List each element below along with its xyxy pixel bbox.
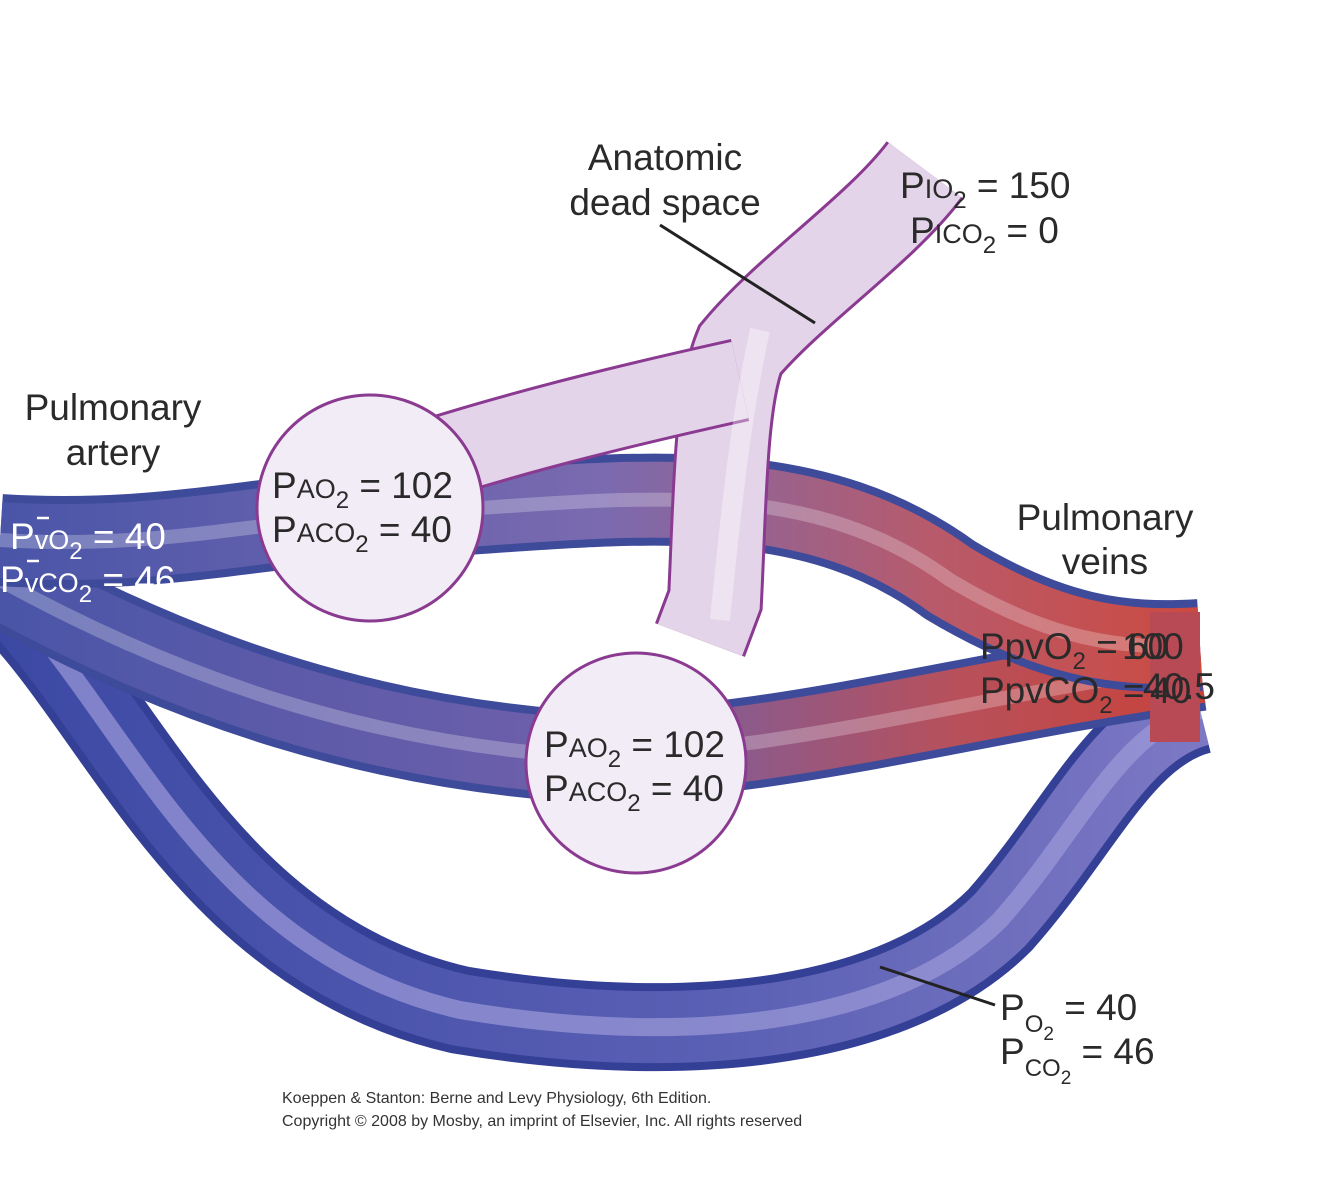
alveolus-upper xyxy=(255,393,485,623)
alveolus-upper-co2: PACO2 = 40 xyxy=(272,509,452,558)
pulmonary-artery-label-2: artery xyxy=(66,432,161,473)
mixed-venous-co2: PvCO2 = 46 xyxy=(0,559,175,608)
mixed-venous-o2: PvO2 = 40 xyxy=(10,516,166,565)
alveolus-lower-o2: PAO2 = 102 xyxy=(544,724,725,773)
pulmonary-vein-o2-value-b: 60 xyxy=(1127,626,1168,667)
dead-space-label-2: dead space xyxy=(569,182,760,223)
alveolus-lower xyxy=(524,651,748,875)
pulmonary-veins-label-2: veins xyxy=(1062,541,1148,582)
dead-space-label-1: Anatomic xyxy=(588,137,742,178)
credit-line-1: Koeppen & Stanton: Berne and Levy Physio… xyxy=(282,1090,711,1107)
alveolus-upper-o2: PAO2 = 102 xyxy=(272,465,453,514)
shunt-o2: PO2 = 40 xyxy=(1000,987,1137,1045)
alveolus-lower-co2: PACO2 = 40 xyxy=(544,768,724,817)
pulmonary-veins-label-1: Pulmonary xyxy=(1017,497,1194,538)
pulmonary-vein-o2: PpvO2 = xyxy=(980,626,1118,675)
shunt-leader xyxy=(879,965,996,1007)
pulmonary-artery-label-1: Pulmonary xyxy=(25,387,202,428)
shunt-co2: PCO2 = 46 xyxy=(1000,1031,1155,1089)
dead-space-leader xyxy=(659,223,816,325)
pulmonary-vein-o2-value-a: 100 xyxy=(1122,626,1184,667)
credit-line-2: Copyright © 2008 by Mosby, an imprint of… xyxy=(282,1113,802,1130)
inspired-o2: PIO2 = 150 xyxy=(900,165,1070,214)
pulmonary-vein-co2: PpvCO2 = xyxy=(980,670,1145,719)
inspired-co2: PICO2 = 0 xyxy=(910,210,1059,259)
pulmonary-vein-co2-value-a: 40.5 xyxy=(1143,666,1215,707)
pulmonary-vein-outlet xyxy=(1150,612,1200,742)
pulmonary-vein-co2-value-b: 40 xyxy=(1150,670,1191,711)
